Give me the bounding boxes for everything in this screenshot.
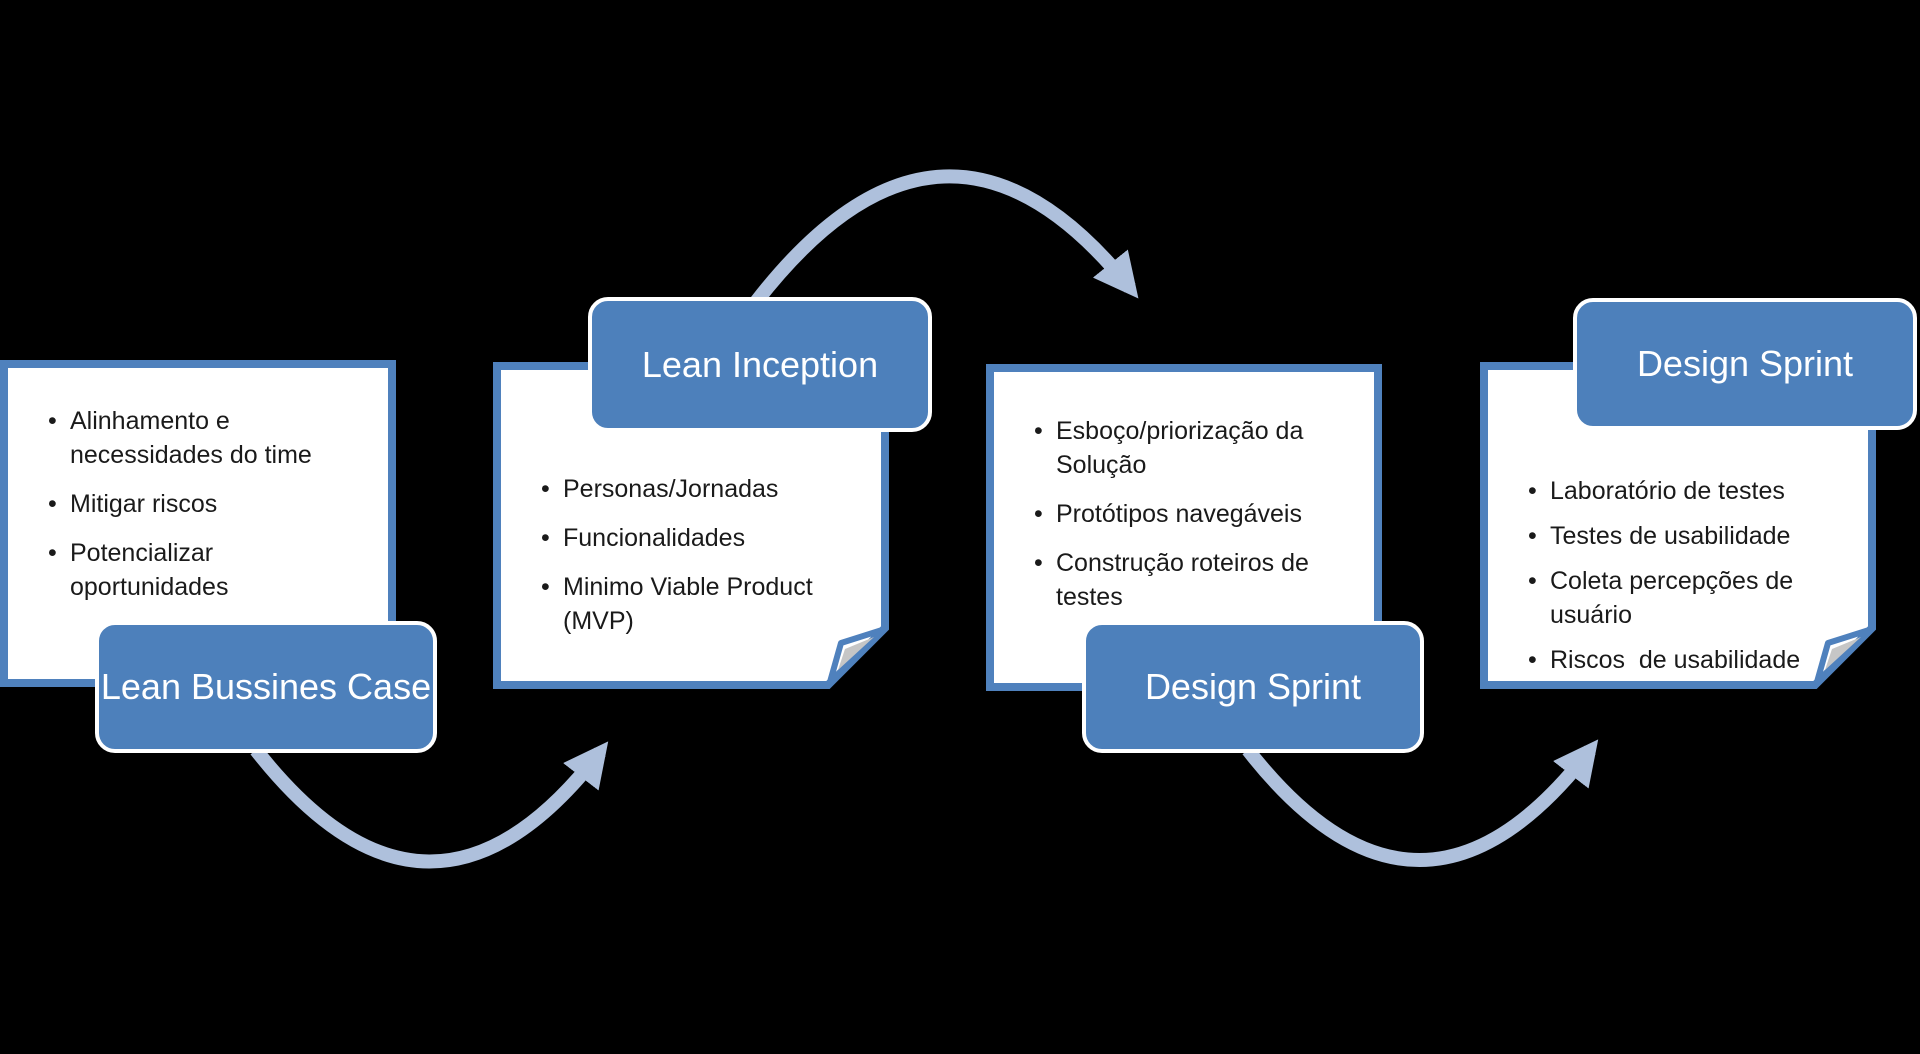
note-bullet-list: • Alinhamento e necessidades do time • M… bbox=[48, 404, 374, 619]
bullet-item: • Coleta percepções de usuário bbox=[1528, 564, 1854, 632]
bullet-marker: • bbox=[1528, 646, 1537, 674]
note-bullet-list: • Esboço/priorização da Solução • Protót… bbox=[1034, 414, 1360, 629]
note-card-design-sprint-build: • Esboço/priorização da Solução • Protót… bbox=[986, 364, 1382, 691]
note-bullet-list: • Laboratório de testes • Testes de usab… bbox=[1528, 474, 1854, 688]
bullet-item: • Potencializar oportunidades bbox=[48, 536, 374, 604]
bullet-marker: • bbox=[541, 475, 550, 503]
bullet-marker: • bbox=[1528, 522, 1537, 550]
bullet-text: Protótipos navegáveis bbox=[1056, 500, 1302, 528]
bullet-marker: • bbox=[48, 407, 57, 435]
note-bullet-list: • Personas/Jornadas • Funcionalidades • … bbox=[541, 472, 867, 653]
bullet-text: Riscos de usabilidade bbox=[1550, 646, 1801, 674]
bullet-text: Construção roteiros de testes bbox=[1056, 549, 1316, 611]
bullet-marker: • bbox=[541, 573, 550, 601]
bullet-marker: • bbox=[48, 490, 57, 518]
bullet-text: Minimo Viable Product (MVP) bbox=[563, 573, 820, 635]
bullet-text: Mitigar riscos bbox=[70, 490, 218, 518]
bullet-text: Personas/Jornadas bbox=[563, 475, 779, 503]
bullet-item: • Riscos de usabilidade bbox=[1528, 643, 1854, 677]
bullet-item: • Esboço/priorização da Solução bbox=[1034, 414, 1360, 482]
bullet-marker: • bbox=[1034, 549, 1043, 577]
stage-title-lean-inception: Lean Inception bbox=[588, 297, 932, 432]
connector-arrow-2 bbox=[750, 169, 1139, 307]
bullet-marker: • bbox=[48, 539, 57, 567]
bullet-item: • Personas/Jornadas bbox=[541, 472, 867, 506]
bullet-item: • Testes de usabilidade bbox=[1528, 519, 1854, 553]
connector-arrow-3 bbox=[1242, 739, 1599, 867]
bullet-text: Alinhamento e necessidades do time bbox=[70, 407, 312, 469]
bullet-text: Laboratório de testes bbox=[1550, 477, 1785, 505]
bullet-item: • Minimo Viable Product (MVP) bbox=[541, 570, 867, 638]
bullet-item: • Laboratório de testes bbox=[1528, 474, 1854, 508]
connector-arrow-1 bbox=[250, 741, 609, 869]
note-card-design-sprint-test: • Laboratório de testes • Testes de usab… bbox=[1480, 362, 1876, 689]
bullet-item: • Alinhamento e necessidades do time bbox=[48, 404, 374, 472]
bullet-text: Potencializar oportunidades bbox=[70, 539, 229, 601]
note-card-lean-inception: • Personas/Jornadas • Funcionalidades • … bbox=[493, 362, 889, 689]
stage-title-design-sprint-build: Design Sprint bbox=[1082, 621, 1424, 753]
bullet-text: Testes de usabilidade bbox=[1550, 522, 1791, 550]
bullet-marker: • bbox=[541, 524, 550, 552]
stage-title-label: Lean Bussines Case bbox=[100, 666, 432, 707]
bullet-marker: • bbox=[1528, 567, 1537, 595]
stage-title-design-sprint-test: Design Sprint bbox=[1573, 298, 1917, 430]
bullet-text: Esboço/priorização da Solução bbox=[1056, 417, 1311, 479]
bullet-marker: • bbox=[1528, 477, 1537, 505]
bullet-item: • Funcionalidades bbox=[541, 521, 867, 555]
bullet-text: Funcionalidades bbox=[563, 524, 746, 552]
bullet-marker: • bbox=[1034, 417, 1043, 445]
bullet-item: • Mitigar riscos bbox=[48, 487, 374, 521]
stage-title-label: Lean Inception bbox=[641, 343, 879, 385]
stage-title-label: Design Sprint bbox=[1636, 343, 1854, 384]
bullet-item: • Construção roteiros de testes bbox=[1034, 546, 1360, 614]
stage-title-lean-business-case: Lean Bussines Case bbox=[95, 621, 437, 753]
bullet-text: Coleta percepções de usuário bbox=[1550, 567, 1801, 629]
bullet-item: • Protótipos navegáveis bbox=[1034, 497, 1360, 531]
stage-title-label: Design Sprint bbox=[1144, 666, 1362, 707]
bullet-marker: • bbox=[1034, 500, 1043, 528]
